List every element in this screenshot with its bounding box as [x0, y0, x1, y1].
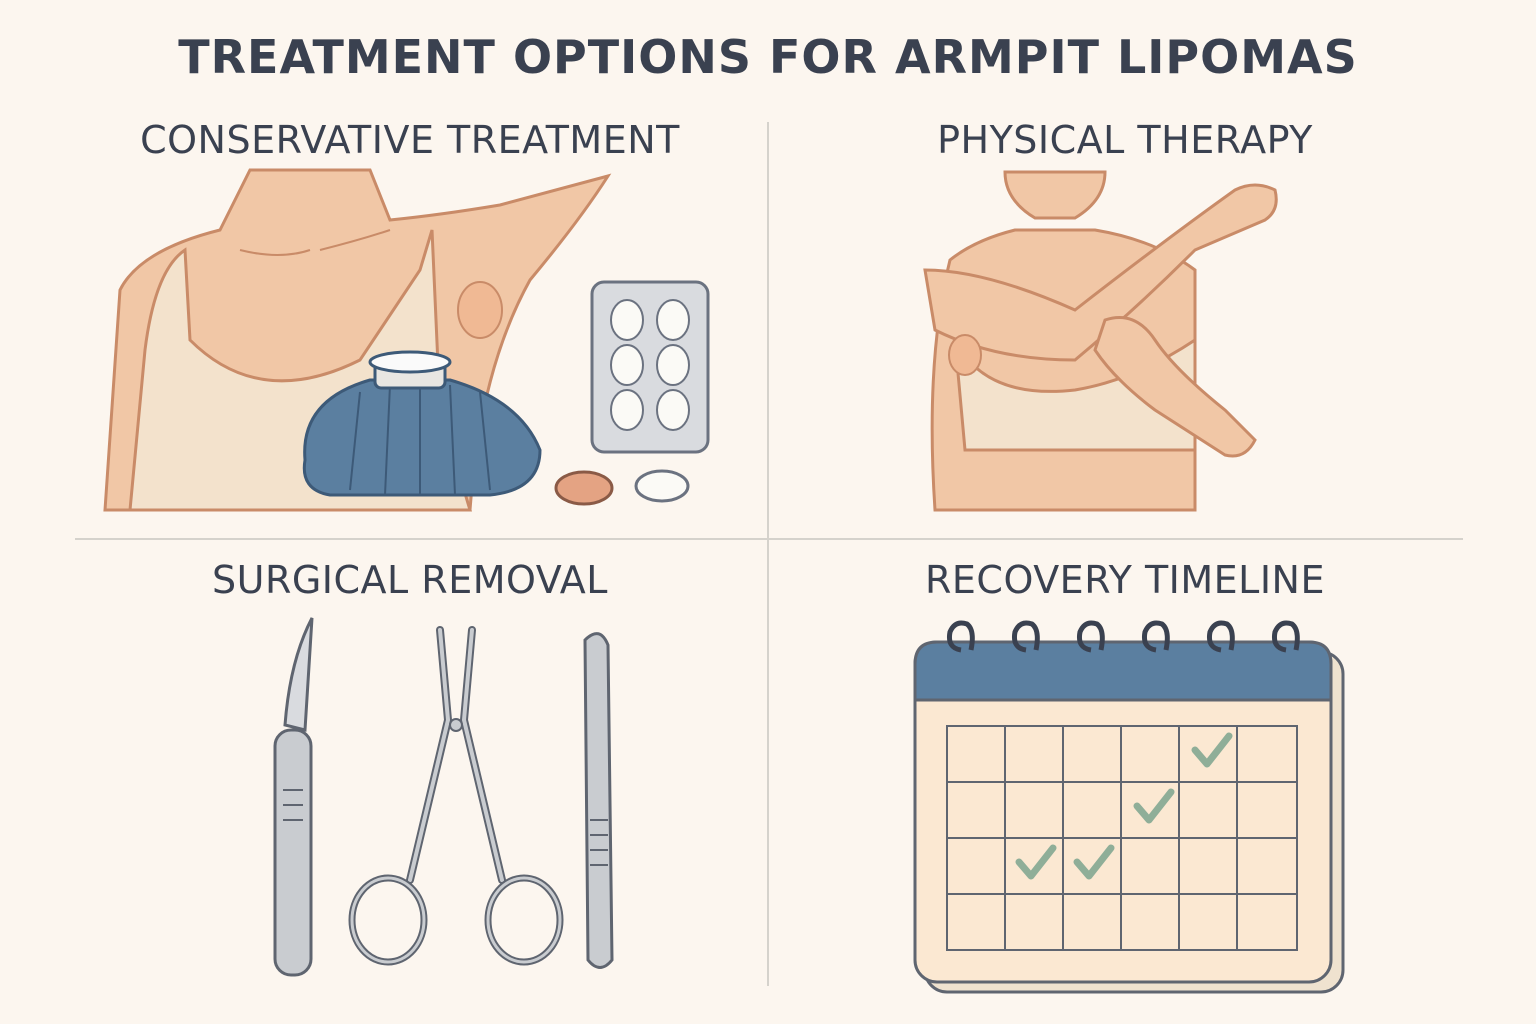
surgical-scissors-icon: [348, 626, 564, 966]
checkmark-icon: [1133, 788, 1175, 824]
pill-orange-icon: [554, 470, 614, 506]
panel-recovery-timeline: RECOVERY TIMELINE: [775, 550, 1475, 1010]
pill-white-icon: [634, 469, 690, 503]
conservative-treatment-illustration: [103, 168, 710, 512]
panel-physical-therapy: PHYSICAL THERAPY: [775, 110, 1475, 530]
panel-title-physical-therapy: PHYSICAL THERAPY: [937, 118, 1313, 162]
panel-title-recovery-timeline: RECOVERY TIMELINE: [925, 558, 1325, 602]
panel-title-conservative-treatment: CONSERVATIVE TREATMENT: [140, 118, 680, 162]
calendar-grid: [946, 725, 1298, 951]
scalpel-icon: [273, 617, 314, 977]
pill-blister-pack-icon: [590, 280, 710, 454]
forceps-icon: [583, 632, 614, 969]
panel-title-surgical-removal: SURGICAL REMOVAL: [212, 558, 608, 602]
checkmark-icon: [1015, 844, 1057, 880]
massaging-arm: [1093, 316, 1257, 458]
panel-conservative-treatment: CONSERVATIVE TREATMENT: [60, 110, 760, 530]
raised-arm: [923, 183, 1278, 362]
vertical-divider: [767, 122, 769, 986]
horizontal-divider: [75, 538, 1463, 540]
calendar-icon: [913, 620, 1345, 994]
calendar-rings: [947, 620, 1300, 653]
checkmark-icon: [1191, 732, 1233, 768]
surgical-tools-illustration: [273, 617, 614, 977]
armpit-lipoma: [457, 281, 503, 339]
page-title: TREATMENT OPTIONS FOR ARMPIT LIPOMAS: [178, 30, 1358, 84]
physical-therapy-illustration: [923, 170, 1278, 512]
calendar-header: [913, 640, 1333, 702]
armpit-lipoma: [948, 334, 982, 376]
panel-surgical-removal: SURGICAL REMOVAL: [60, 550, 760, 1010]
checkmark-icon: [1073, 844, 1115, 880]
ice-pack-icon: [302, 350, 542, 497]
woman-face: [1003, 170, 1107, 220]
